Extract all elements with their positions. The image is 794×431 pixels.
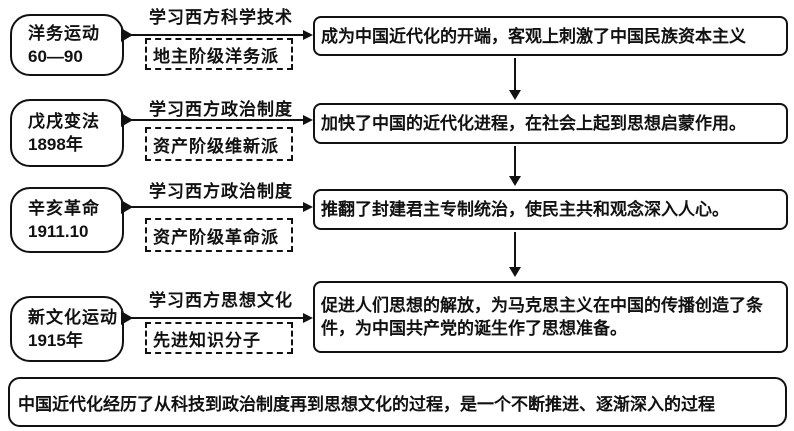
movement-node-xinhai: 辛亥革命 1911.10 [10, 187, 124, 253]
movement-name: 新文化运动 [28, 308, 118, 327]
arrow-shaft [514, 232, 516, 269]
group-box: 先进知识分子 [145, 322, 293, 354]
movement-date: 1915年 [28, 331, 83, 350]
group-label: 先进知识分子 [153, 330, 261, 350]
movement-name: 洋务运动 [28, 24, 100, 43]
result-box: 推翻了封建君主专制统治，使民主共和观念深入人心。 [313, 189, 788, 230]
group-label: 地主阶级洋务派 [153, 46, 279, 66]
arrow-shaft [124, 119, 305, 121]
result-text: 促进人们思想的解放，为马克思主义在中国的传播创造了条件，为中国共产党的诞生作了思… [321, 296, 763, 338]
movement-node-yangwu: 洋务运动 60—90 [10, 14, 124, 76]
arrowhead-icon [509, 176, 521, 186]
movement-name: 戊戌变法 [28, 112, 100, 131]
result-text: 推翻了封建君主专制统治，使民主共和观念深入人心。 [321, 200, 729, 219]
result-text: 加快了中国的近代化进程，在社会上起到思想启蒙作用。 [321, 114, 746, 133]
arrowhead-icon [509, 90, 521, 100]
movement-date: 1911.10 [28, 222, 89, 241]
result-box: 成为中国近代化的开端，客观上刺激了中国民族资本主义 [313, 16, 788, 56]
movement-date: 60—90 [28, 47, 83, 66]
group-label: 资产阶级维新派 [153, 136, 279, 156]
arrowhead-icon [303, 30, 313, 40]
arrow-shaft [124, 206, 305, 208]
method-label: 学习西方思想文化 [149, 291, 293, 310]
arrowhead-icon [509, 267, 521, 277]
group-box: 资产阶级维新派 [145, 127, 293, 161]
group-label: 资产阶级革命派 [153, 227, 279, 247]
arrowhead-icon [303, 313, 313, 323]
conclusion-box: 中国近代化经历了从科技到政治制度再到思想文化的过程，是一个不断推进、逐渐深入的过… [8, 377, 787, 427]
group-box: 地主阶级洋务派 [145, 38, 293, 70]
group-box: 资产阶级革命派 [145, 218, 293, 252]
arrowhead-icon [303, 202, 313, 212]
result-box: 促进人们思想的解放，为马克思主义在中国的传播创造了条件，为中国共产党的诞生作了思… [313, 281, 788, 353]
arrow-shaft [124, 317, 305, 319]
method-label: 学习西方政治制度 [149, 100, 293, 119]
movement-node-xinwenhua: 新文化运动 1915年 [10, 296, 124, 362]
method-label: 学习西方科学技术 [149, 8, 293, 27]
movement-name: 辛亥革命 [28, 199, 100, 218]
result-text: 成为中国近代化的开端，客观上刺激了中国民族资本主义 [321, 26, 746, 46]
arrow-shaft [514, 58, 516, 92]
result-box: 加快了中国的近代化进程，在社会上起到思想启蒙作用。 [313, 103, 788, 144]
arrowhead-icon [303, 115, 313, 125]
arrow-shaft [514, 146, 516, 178]
conclusion-text: 中国近代化经历了从科技到政治制度再到思想文化的过程，是一个不断推进、逐渐深入的过… [18, 394, 715, 414]
movement-date: 1898年 [28, 135, 83, 154]
method-label: 学习西方政治制度 [149, 182, 293, 201]
arrow-shaft [124, 34, 305, 36]
movement-node-wuxu: 戊戌变法 1898年 [10, 99, 124, 167]
